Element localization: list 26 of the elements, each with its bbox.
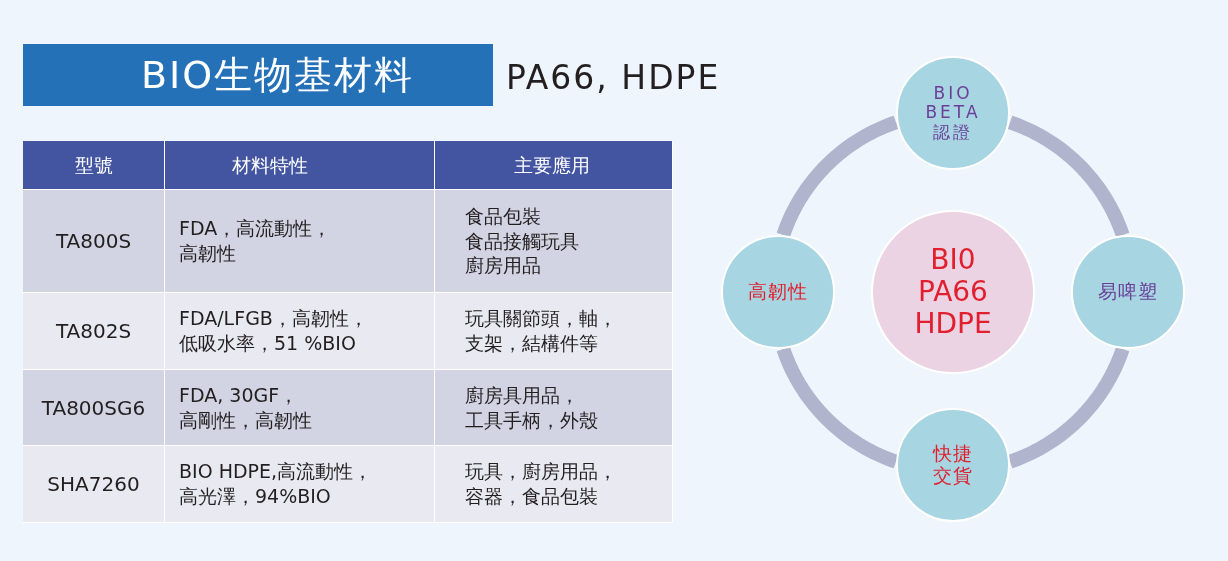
cell-text: TA802S xyxy=(55,318,132,344)
title-banner: BIO生物基材料 xyxy=(23,44,493,106)
cell-text: 廚房具用品，工具手柄，外殼 xyxy=(465,382,599,433)
column-header: 材料特性 xyxy=(231,152,308,178)
circle-label: 易啤塑 xyxy=(1097,281,1159,303)
cell-text: FDA，高流動性，高韌性 xyxy=(179,216,333,266)
column-header: 主要應用 xyxy=(513,152,590,178)
cell-text: BIO HDPE,高流動性，高光澤，94%BIO xyxy=(179,459,374,509)
cell-text: FDA/LFGB，高韌性，低吸水率，51 %BIO xyxy=(179,306,369,356)
circle-label: 高韌性 xyxy=(747,281,809,303)
subtitle: PA66, HDPE xyxy=(506,58,721,97)
cell-text: 食品接觸玩具 xyxy=(465,228,579,254)
cell-text: 廚房用品 xyxy=(465,253,541,279)
column-header: 型號 xyxy=(74,152,113,178)
cell-text: SHA7260 xyxy=(47,471,140,497)
circle-label: BI0 PA66 HDPE xyxy=(913,243,993,341)
cell-text: 食品包裝 xyxy=(465,203,541,229)
ring-arc-connector xyxy=(1006,115,1130,239)
circle-label: BIO BETA 認證 xyxy=(924,83,982,143)
cell-text: 玩具，廚房用品，容器，食品包裝 xyxy=(465,459,618,509)
cell-text: 玩具關節頭，軸，支架，結構件等 xyxy=(465,306,618,356)
circle-label: 快捷交貨 xyxy=(932,443,974,487)
cell-text: TA800SG6 xyxy=(41,394,146,421)
cell-text: FDA, 30GF，高剛性，高韌性 xyxy=(179,382,313,433)
cell-text: TA800S xyxy=(55,228,132,254)
ring-arc-connector xyxy=(776,115,900,239)
